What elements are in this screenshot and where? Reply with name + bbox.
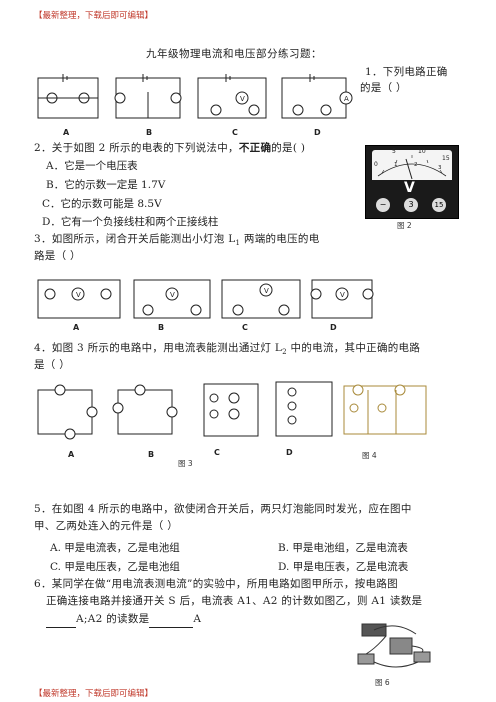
- q4-circuit-figures: [37, 381, 427, 440]
- q4-label-d: D: [286, 448, 293, 457]
- q3-label-d: D: [330, 323, 337, 332]
- meter-scale-bottom-1: 1: [394, 162, 398, 168]
- q5-option-d: D. 甲是电压表，乙是电流表: [278, 561, 409, 573]
- figure-4-caption: 图 4: [362, 451, 377, 460]
- q3-stem-text-b: 两端的电压的电: [240, 233, 320, 245]
- q3-stem-text: 3．如图所示，闭合开关后能测出小灯泡 L: [34, 233, 236, 245]
- svg-text:V: V: [76, 291, 81, 299]
- svg-text:V: V: [170, 291, 175, 299]
- q4-stem-line1: 4．如图 3 所示的电路中，用电流表能测出通过灯 L2 中的电流，其中正确的电路: [34, 340, 420, 361]
- q2-stem: 2．关于如图 2 所示的电表的下列说法中，不正确的是( ): [34, 140, 305, 157]
- q5-stem-line1: 5．在如图 4 所示的电路中，欲使闭合开关后，两只灯泡能同时发光，应在图中: [34, 503, 412, 515]
- meter-scale-bottom-3: 3: [438, 165, 442, 171]
- q3-label-b: B: [158, 323, 165, 332]
- terminal-3: 3: [404, 198, 418, 212]
- meter-scale-top-15: 15: [442, 155, 450, 162]
- top-banner: 【最新整理，下载后即可编辑】: [34, 11, 154, 21]
- q3-label-c: C: [242, 323, 248, 332]
- meter-scale-zero: 0: [374, 161, 378, 168]
- q6-answer-blank-a1[interactable]: [46, 616, 76, 628]
- q2-stem-emphasis: 不正确: [238, 142, 272, 154]
- q4-stem-text-b: 中的电流，其中正确的电路: [286, 342, 421, 354]
- q3-stem-line2: 路是（ ）: [34, 250, 81, 262]
- q1-label-c: C: [232, 128, 238, 137]
- q4-label-c: C: [214, 448, 220, 457]
- terminal-negative: −: [376, 198, 390, 212]
- q2-stem-before: 2．关于如图 2 所示的电表的下列说法中，: [34, 142, 239, 154]
- q5-option-b: B. 甲是电池组，乙是电流表: [278, 542, 408, 554]
- q2-option-b: B．它的示数一定是 1.7V: [46, 179, 166, 191]
- q3-stem-line1: 3．如图所示，闭合开关后能测出小灯泡 L1 两端的电压的电: [34, 231, 320, 252]
- svg-text:V: V: [240, 95, 245, 103]
- q4-stem-subscript: 2: [282, 348, 287, 357]
- q4-label-b: B: [148, 450, 155, 459]
- svg-text:V: V: [264, 287, 269, 295]
- q1-label-d: D: [314, 128, 321, 137]
- q6-stem-line3-unit: A: [193, 613, 202, 625]
- q6-stem-line3: A;A2 的读数是 A: [46, 611, 201, 628]
- q3-stem-subscript: 1: [235, 239, 241, 248]
- q4-stem-line2: 是（ ）: [34, 359, 71, 371]
- q1-text-line2: 的是（ ）: [360, 82, 407, 94]
- q2-stem-after: 的是( ): [271, 142, 306, 154]
- q5-option-c: C. 甲是电压表，乙是电池组: [50, 561, 180, 573]
- q1-label-a: A: [63, 128, 70, 137]
- figure-6-apparatus: [357, 623, 431, 668]
- q6-stem-line2: 正确连接电路并接通开关 S 后，电流表 A1、A2 的计数如图乙，则 A1 读数…: [46, 595, 423, 607]
- q5-option-a: A. 甲是电流表，乙是电池组: [50, 542, 180, 554]
- meter-unit-symbol: V: [404, 180, 415, 196]
- bottom-banner: 【最新整理，下载后即可编辑】: [34, 689, 154, 699]
- q1-text-line1: 1．下列电路正确: [365, 66, 448, 78]
- figure-3-caption: 图 3: [178, 459, 193, 468]
- q2-option-d: D．它有一个负接线柱和两个正接线柱: [42, 216, 219, 228]
- q4-label-a: A: [68, 450, 75, 459]
- q2-option-c: C．它的示数可能是 8.5V: [42, 198, 162, 210]
- q6-answer-blank-a2[interactable]: [149, 616, 194, 628]
- meter-scale-top-5: 5: [392, 148, 396, 155]
- meter-scale-top-10: 10: [418, 148, 426, 155]
- q2-option-a: A．它是一个电压表: [46, 160, 138, 172]
- svg-text:A: A: [344, 95, 349, 103]
- q4-stem-text: 4．如图 3 所示的电路中，用电流表能测出通过灯 L: [34, 342, 283, 354]
- q6-stem-line3-text: A;A2 的读数是: [76, 613, 150, 625]
- meter-scale-bottom-2: 2: [414, 162, 418, 168]
- voltmeter-scale: [377, 155, 447, 180]
- q3-label-a: A: [73, 323, 80, 332]
- terminal-15: 15: [432, 198, 446, 212]
- voltmeter-figure: 5 10 15 0 1 2 3 V − 3 15: [365, 145, 459, 219]
- figure-2-caption: 图 2: [397, 221, 412, 230]
- q1-label-b: B: [146, 128, 153, 137]
- q6-stem-line1: 6．某同学在做“用电流表测电流”的实验中，所用电路如图甲所示，按电路图: [34, 578, 398, 590]
- svg-text:V: V: [340, 291, 345, 299]
- q5-stem-line2: 甲、乙两处连入的元件是（ ）: [34, 520, 179, 532]
- figure-6-caption: 图 6: [375, 678, 390, 687]
- page-title: 九年级物理电流和电压部分练习题：: [146, 48, 322, 60]
